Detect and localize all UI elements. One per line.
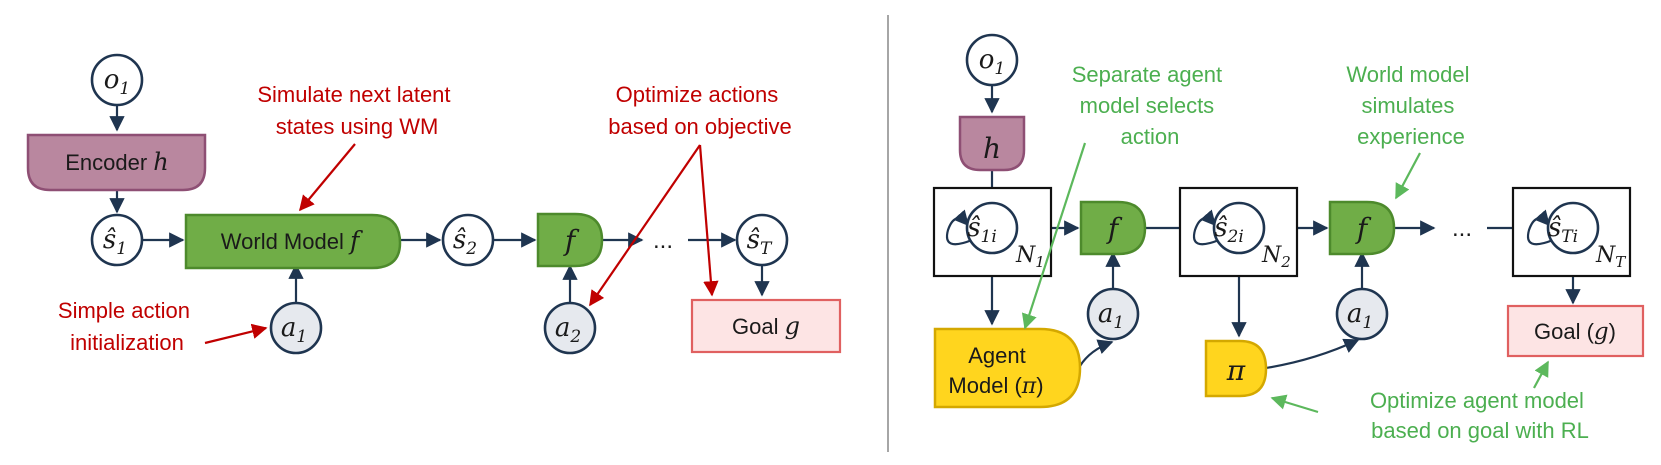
annotation-initialization: Simple action initialization [58, 298, 196, 355]
svg-text:h: h [983, 132, 1001, 165]
r-dynamics-f1: f [1079, 200, 1147, 256]
annotation-world-model: World model simulates experience [1346, 62, 1475, 149]
r-encoder-block: h [958, 115, 1026, 172]
svg-text:ŝ1i: ŝ1i [967, 213, 997, 247]
annotation-separate-agent: Separate agent model selects action [1072, 62, 1229, 149]
svg-text:Encoder h: Encoder h [65, 148, 169, 176]
r-observation-node: o1 [965, 33, 1019, 87]
r-state-box-T: ŝTi NT [1511, 186, 1632, 278]
svg-text:a1: a1 [1098, 299, 1124, 333]
svg-text:o1: o1 [104, 65, 130, 99]
latent-state-2: ŝ2 [441, 213, 495, 267]
encoder-block: Encoder h [26, 133, 207, 192]
arrow-optimize-a2 [589, 144, 701, 307]
arrow-simulate [299, 143, 356, 212]
dynamics-f-block: f [536, 212, 604, 268]
svg-text:ŝ2i: ŝ2i [1214, 213, 1244, 247]
svg-text:ŝTi: ŝTi [1548, 213, 1578, 247]
svg-text:NT: NT [1595, 243, 1626, 271]
arrow-world-model [1395, 152, 1421, 200]
arrow-separate-agent [1021, 142, 1087, 330]
arrow-optimize-goal-r [1533, 360, 1549, 389]
svg-text:Agent Model (π): Agent Model (π) [948, 343, 1043, 399]
svg-text:π: π [1226, 354, 1246, 387]
arrow-optimize-pi [1270, 394, 1319, 414]
action-1: a1 [269, 301, 323, 355]
svg-text:N1: N1 [1015, 243, 1045, 271]
latent-state-1: ŝ1 [90, 213, 144, 267]
observation-node: o1 [90, 53, 144, 107]
svg-text:a1: a1 [1347, 299, 1373, 333]
edge-r-agent-a [1079, 339, 1114, 367]
svg-text:N2: N2 [1261, 243, 1291, 271]
left-panel: o1 Encoder h ŝ1 World Model f ŝ2 f ... [26, 53, 842, 355]
annotation-simulate: Simulate next latent states using WM [257, 82, 456, 139]
svg-text:ŝT: ŝT [747, 225, 773, 259]
r-action-a: a1 [1086, 287, 1140, 341]
edge-r-pi-b [1265, 338, 1360, 370]
r-state-box-2: ŝ2i N2 [1178, 186, 1299, 278]
svg-text:Goal (g): Goal (g) [1534, 319, 1616, 345]
rollout-ellipsis: ... [653, 227, 673, 254]
r-dynamics-f2: f [1328, 200, 1396, 256]
r-rollout-ellipsis: ... [1452, 215, 1472, 242]
svg-text:Goal g: Goal g [732, 312, 800, 340]
svg-text:a1: a1 [281, 313, 307, 347]
svg-text:ŝ1: ŝ1 [103, 225, 127, 259]
r-action-b: a1 [1335, 287, 1389, 341]
r-state-box-1: ŝ1i N1 [932, 186, 1053, 278]
action-2: a2 [543, 301, 597, 355]
svg-text:a2: a2 [555, 313, 581, 347]
latent-state-T: ŝT [735, 213, 789, 267]
goal-box: Goal g [690, 298, 842, 354]
annotation-optimize: Optimize actions based on objective [608, 82, 791, 139]
svg-text:ŝ2: ŝ2 [453, 225, 477, 259]
svg-text:o1: o1 [979, 45, 1005, 79]
right-panel: o1 h ŝ1i N1 f ŝ2i N2 [932, 33, 1645, 443]
annotation-optimize-agent: Optimize agent model based on goal with … [1370, 388, 1590, 443]
agent-model-block: Agent Model (π) [933, 327, 1082, 409]
policy-pi-block: π [1204, 339, 1268, 398]
r-goal-box: Goal (g) [1506, 304, 1645, 358]
world-model-block: World Model f [184, 213, 402, 270]
arrow-optimize-goal [698, 144, 719, 297]
arrow-initialization [204, 323, 268, 345]
svg-text:World Model f: World Model f [221, 226, 363, 255]
